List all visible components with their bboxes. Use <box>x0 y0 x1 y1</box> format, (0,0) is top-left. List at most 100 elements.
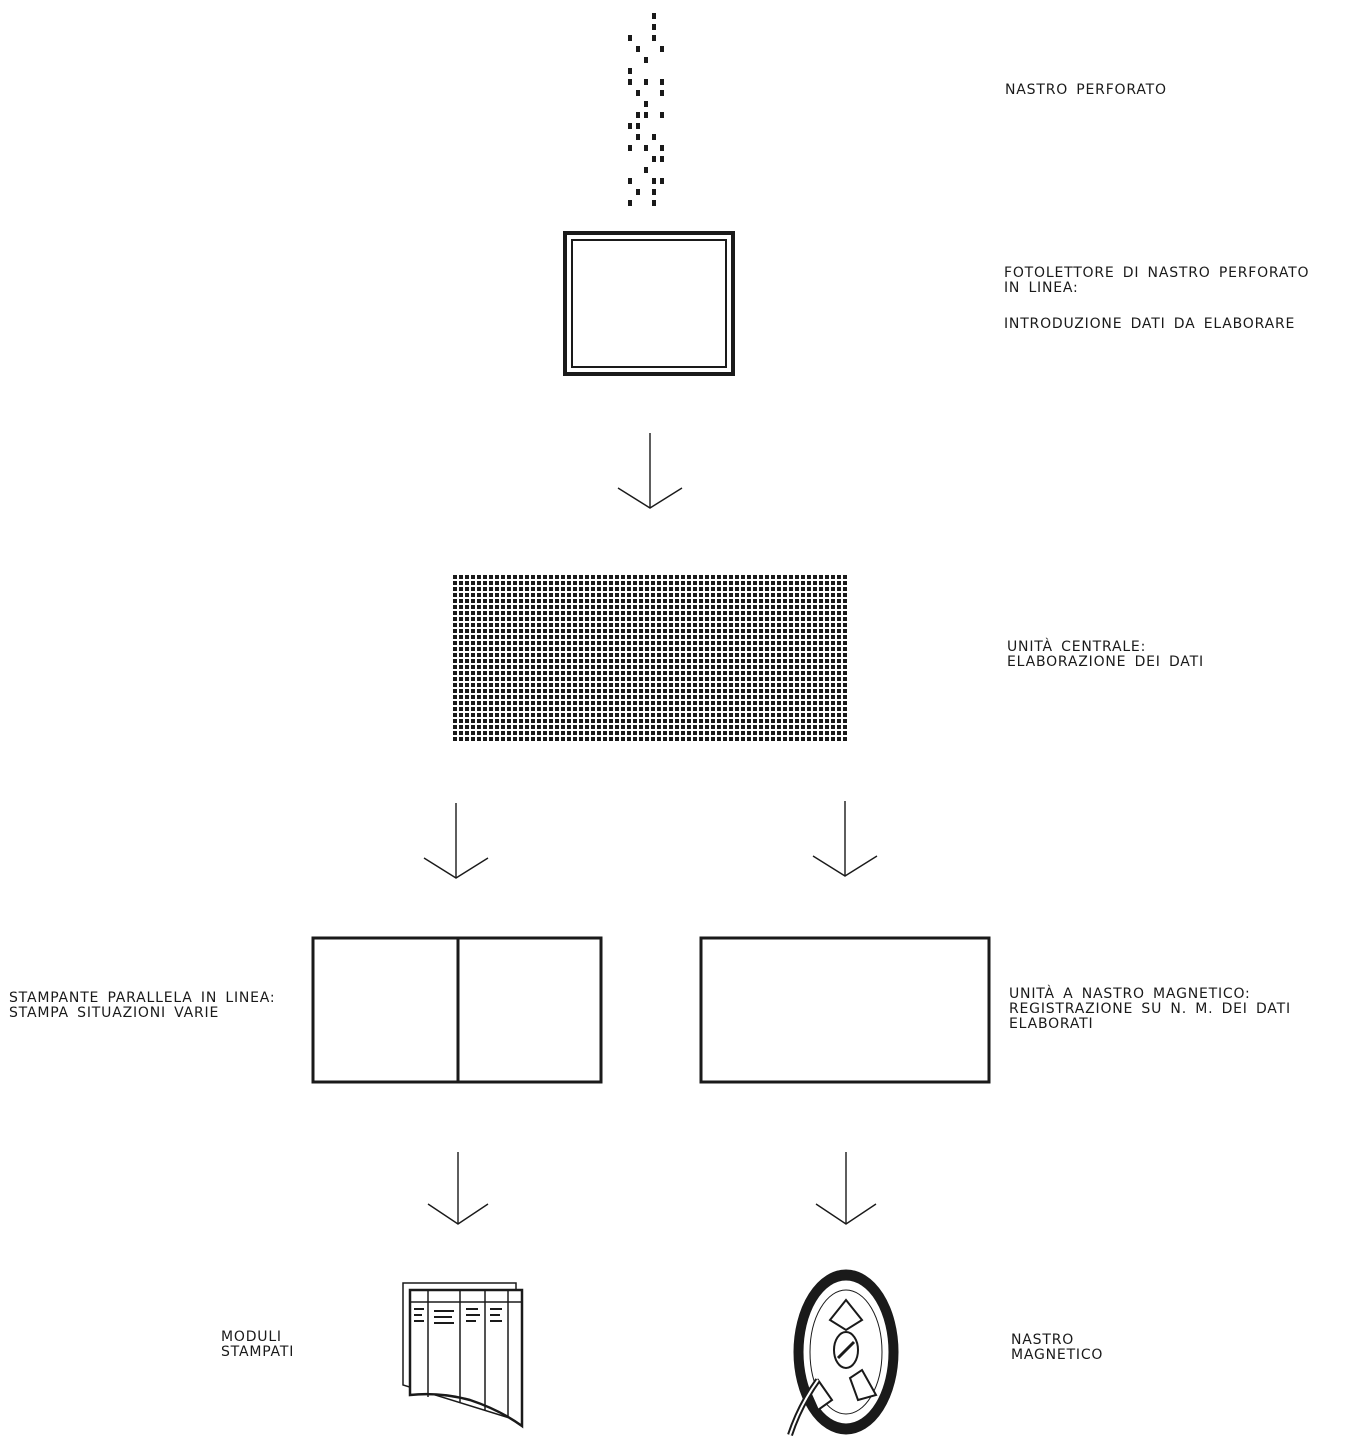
grid-cell <box>507 689 511 693</box>
grid-cell <box>771 623 775 627</box>
grid-cell <box>807 677 811 681</box>
grid-cell <box>531 617 535 621</box>
grid-cell <box>717 689 721 693</box>
grid-cell <box>723 695 727 699</box>
grid-cell <box>837 653 841 657</box>
grid-cell <box>489 677 493 681</box>
tape-hole <box>652 24 656 30</box>
grid-cell <box>765 665 769 669</box>
grid-cell <box>561 671 565 675</box>
grid-cell <box>705 665 709 669</box>
grid-cell <box>471 635 475 639</box>
grid-cell <box>585 599 589 603</box>
grid-cell <box>747 707 751 711</box>
grid-cell <box>657 629 661 633</box>
grid-cell <box>561 689 565 693</box>
grid-cell <box>591 707 595 711</box>
grid-cell <box>597 599 601 603</box>
grid-cell <box>777 635 781 639</box>
grid-cell <box>603 713 607 717</box>
grid-cell <box>753 623 757 627</box>
grid-cell <box>687 623 691 627</box>
grid-cell <box>483 593 487 597</box>
grid-cell <box>531 653 535 657</box>
grid-cell <box>579 587 583 591</box>
grid-cell <box>681 731 685 735</box>
central-unit-label: UNITÀ CENTRALE: ELABORAZIONE DEI DATI <box>1007 640 1204 670</box>
grid-cell <box>627 623 631 627</box>
grid-cell <box>525 635 529 639</box>
grid-cell <box>531 695 535 699</box>
grid-cell <box>621 575 625 579</box>
grid-cell <box>453 647 457 651</box>
grid-cell <box>525 587 529 591</box>
tape-hole <box>636 90 640 96</box>
grid-cell <box>651 647 655 651</box>
grid-cell <box>639 593 643 597</box>
grid-cell <box>477 605 481 609</box>
grid-cell <box>693 701 697 705</box>
grid-cell <box>723 677 727 681</box>
tape-reader-description-text: INTRODUZIONE DATI DA ELABORARE <box>1004 316 1296 332</box>
printer-label-line2: STAMPA SITUAZIONI VARIE <box>9 1005 220 1021</box>
grid-cell <box>471 695 475 699</box>
grid-cell <box>711 731 715 735</box>
grid-cell <box>753 671 757 675</box>
grid-cell <box>807 713 811 717</box>
grid-cell <box>531 623 535 627</box>
grid-cell <box>519 617 523 621</box>
grid-cell <box>573 599 577 603</box>
grid-cell <box>657 605 661 609</box>
grid-cell <box>831 641 835 645</box>
grid-cell <box>609 581 613 585</box>
grid-cell <box>453 695 457 699</box>
grid-cell <box>453 641 457 645</box>
grid-cell <box>465 683 469 687</box>
grid-cell <box>453 581 457 585</box>
tape-hole <box>660 156 664 162</box>
grid-cell <box>507 617 511 621</box>
grid-cell <box>717 737 721 741</box>
grid-cell <box>543 677 547 681</box>
grid-cell <box>795 647 799 651</box>
grid-cell <box>549 653 553 657</box>
grid-cell <box>753 665 757 669</box>
grid-cell <box>705 599 709 603</box>
grid-cell <box>723 653 727 657</box>
grid-cell <box>765 653 769 657</box>
grid-cell <box>693 671 697 675</box>
grid-cell <box>555 653 559 657</box>
grid-cell <box>819 599 823 603</box>
tape-hole <box>636 46 640 52</box>
grid-cell <box>765 737 769 741</box>
grid-cell <box>687 659 691 663</box>
grid-cell <box>693 575 697 579</box>
grid-cell <box>777 587 781 591</box>
grid-cell <box>477 587 481 591</box>
grid-cell <box>765 701 769 705</box>
grid-cell <box>729 737 733 741</box>
grid-cell <box>837 605 841 609</box>
grid-cell <box>837 737 841 741</box>
grid-cell <box>801 689 805 693</box>
grid-cell <box>819 623 823 627</box>
grid-cell <box>801 641 805 645</box>
tape-hole <box>644 167 648 173</box>
grid-cell <box>453 623 457 627</box>
grid-cell <box>687 719 691 723</box>
grid-cell <box>669 737 673 741</box>
grid-cell <box>477 737 481 741</box>
grid-cell <box>603 731 607 735</box>
grid-cell <box>753 629 757 633</box>
grid-cell <box>591 737 595 741</box>
grid-cell <box>801 653 805 657</box>
grid-cell <box>771 611 775 615</box>
grid-cell <box>615 641 619 645</box>
grid-cell <box>603 575 607 579</box>
grid-cell <box>687 593 691 597</box>
grid-cell <box>801 647 805 651</box>
grid-cell <box>651 635 655 639</box>
grid-cell <box>627 731 631 735</box>
grid-cell <box>603 641 607 645</box>
grid-cell <box>567 719 571 723</box>
